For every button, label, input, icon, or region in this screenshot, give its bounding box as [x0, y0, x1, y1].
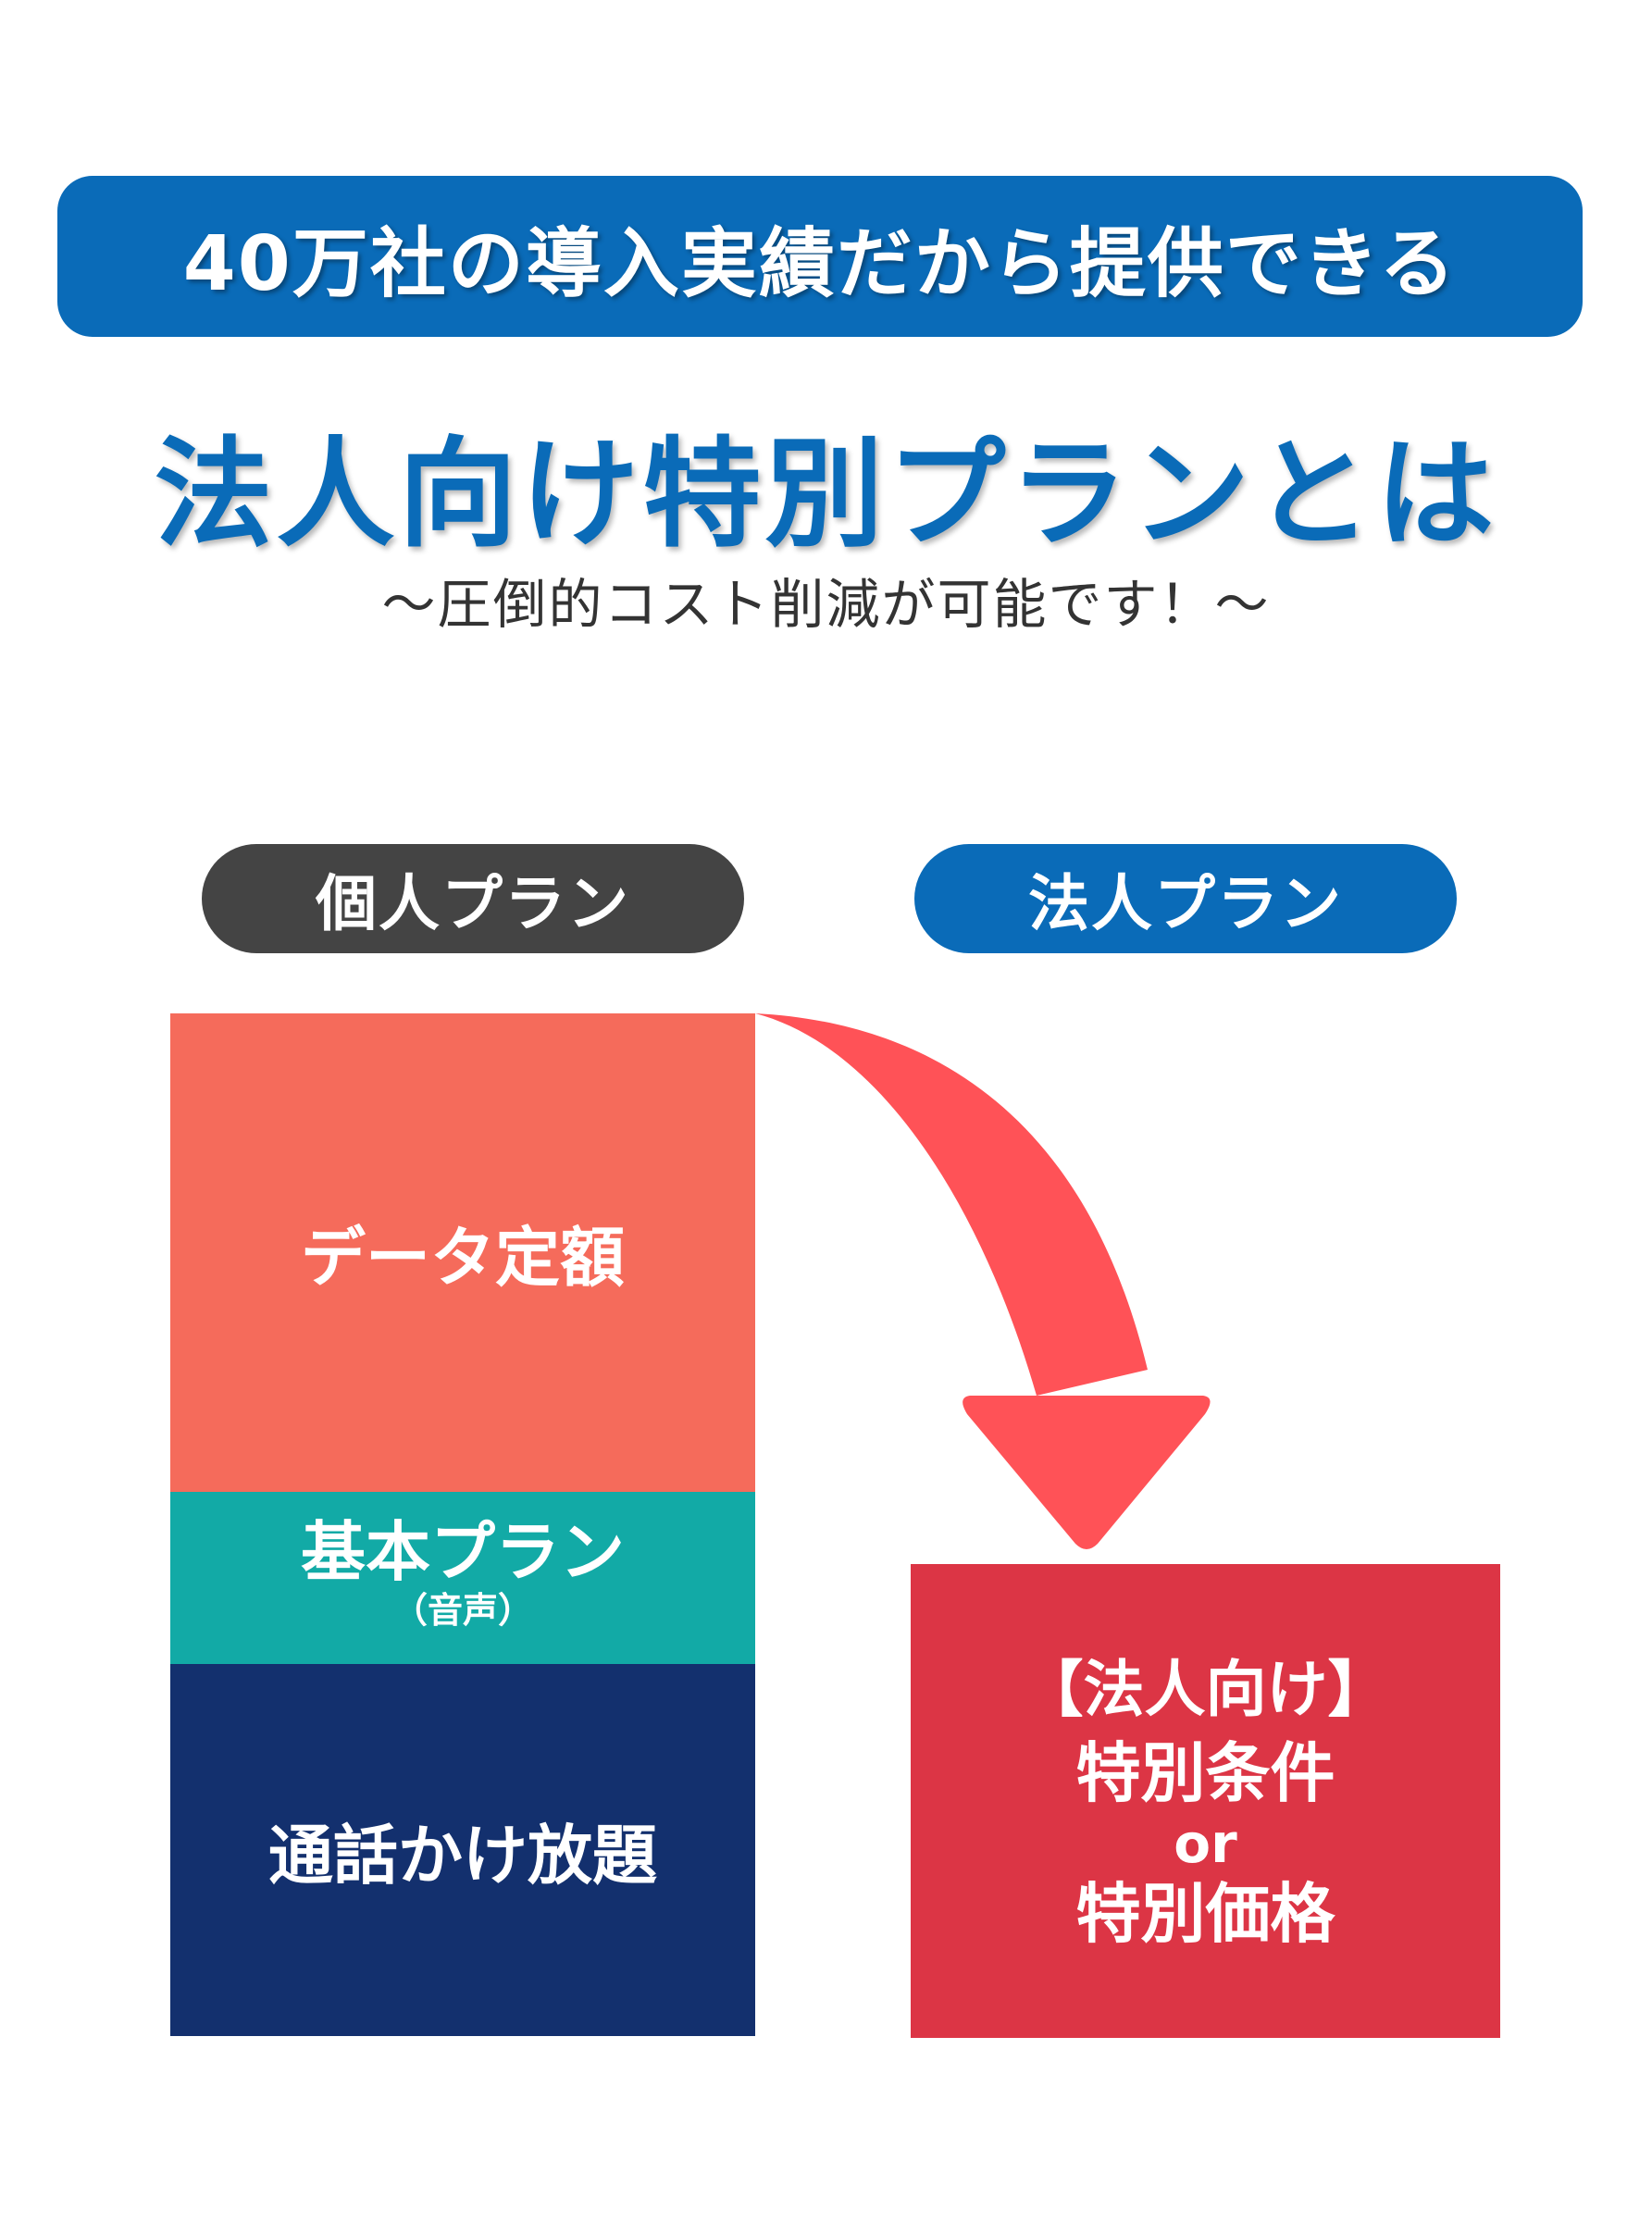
- arrow-head: [963, 1396, 1211, 1549]
- banner-text: 40万社の導入実績だから提供できる: [182, 219, 1458, 308]
- arrow-body: [755, 1013, 1148, 1396]
- corporate-special-block: 【法人向け】 特別条件 or 特別価格: [911, 1564, 1500, 2038]
- corporate-special-heading: 【法人向け】: [1022, 1654, 1389, 1725]
- basic-plan-label: 基本プラン: [301, 1514, 625, 1590]
- corporate-plan-label: 法人プラン: [914, 844, 1457, 953]
- unlimited-calls-label: 通話かけ放題: [268, 1817, 657, 1894]
- basic-plan-block: 基本プラン （音声）: [170, 1492, 755, 1664]
- data-flat-label: データ定額: [301, 1220, 625, 1296]
- corporate-plan-label-text: 法人プラン: [1028, 868, 1343, 939]
- unlimited-calls-block: 通話かけ放題: [170, 1664, 755, 2036]
- basic-plan-sublabel: （音声）: [391, 1590, 533, 1631]
- personal-plan-label-text: 個人プラン: [316, 868, 630, 939]
- special-price-label: 特別価格: [1075, 1876, 1335, 1952]
- personal-plan-label: 個人プラン: [202, 844, 744, 953]
- special-conditions-label: 特別条件: [1075, 1735, 1335, 1811]
- data-flat-block: データ定額: [170, 1013, 755, 1492]
- page-subtitle: ～圧倒的コスト削減が可能です！～: [381, 573, 1271, 636]
- top-banner: 40万社の導入実績だから提供できる: [57, 176, 1583, 337]
- or-label: or: [1174, 1812, 1237, 1875]
- page-title: 法人向け特別プランとは: [154, 426, 1498, 564]
